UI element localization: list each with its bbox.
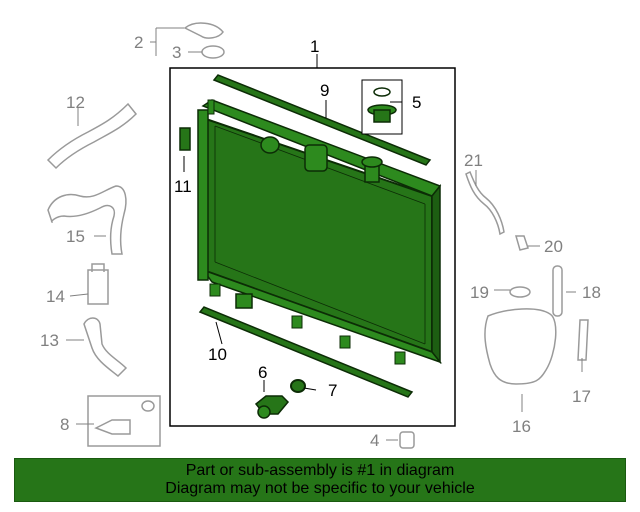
sensor-o-ring [141, 400, 155, 412]
other-parts [46, 22, 589, 449]
callout-19: 19 [470, 283, 489, 302]
callout-20: 20 [544, 237, 563, 256]
callout-8: 8 [60, 415, 69, 434]
callout-6: 6 [258, 363, 267, 382]
callout-5: 5 [412, 93, 421, 112]
callout-14: 14 [46, 287, 65, 306]
upper-seal-strip [212, 74, 432, 166]
cap-box [361, 79, 403, 135]
callout-16: 16 [512, 417, 531, 436]
banner-line-2: Diagram may not be specific to your vehi… [165, 480, 475, 497]
lower-hose [47, 185, 127, 255]
leaders [66, 27, 583, 441]
hose-joint [87, 263, 109, 305]
parts-diagram: 1 2 3 4 5 6 7 8 9 10 11 12 13 14 15 16 1… [40, 22, 601, 450]
callout-2: 2 [134, 33, 143, 52]
side-seal [179, 127, 191, 151]
small-hose [83, 317, 128, 378]
reservoir-tank [484, 308, 557, 385]
upper-tank [207, 99, 383, 183]
drain-o-ring [290, 379, 306, 393]
upper-hose [46, 102, 138, 170]
cap-o-ring [373, 87, 391, 97]
callout-18: 18 [582, 283, 601, 302]
reservoir-bracket [577, 319, 589, 361]
radiator-cap [367, 104, 397, 123]
reservoir-cap-seal [509, 286, 531, 298]
banner-line-1: Part or sub-assembly is #1 in diagram [185, 462, 455, 479]
reservoir-cap [183, 22, 224, 39]
temp-sensor [94, 419, 131, 435]
callout-1: 1 [310, 37, 319, 56]
callout-21: 21 [464, 151, 483, 170]
callout-10: 10 [208, 345, 227, 364]
cap-seal [201, 45, 225, 59]
callout-13: 13 [40, 331, 59, 350]
temp-sensor-box [87, 395, 161, 447]
callout-4: 4 [370, 431, 379, 450]
callout-3: 3 [172, 43, 181, 62]
drain-cock [254, 395, 290, 419]
callout-11: 11 [174, 177, 192, 196]
info-banner: Part or sub-assembly is #1 in diagram Di… [14, 458, 626, 502]
callout-15: 15 [66, 227, 85, 246]
callout-17: 17 [572, 387, 591, 406]
callout-7: 7 [328, 381, 337, 400]
tube-clip [515, 235, 529, 251]
overflow-tube [465, 170, 505, 236]
callout-12: 12 [66, 93, 85, 112]
lower-seal-strip [198, 306, 414, 398]
lower-tank [209, 283, 406, 365]
reservoir-hose [552, 265, 563, 317]
grommet [399, 431, 415, 449]
callout-9: 9 [320, 81, 329, 100]
